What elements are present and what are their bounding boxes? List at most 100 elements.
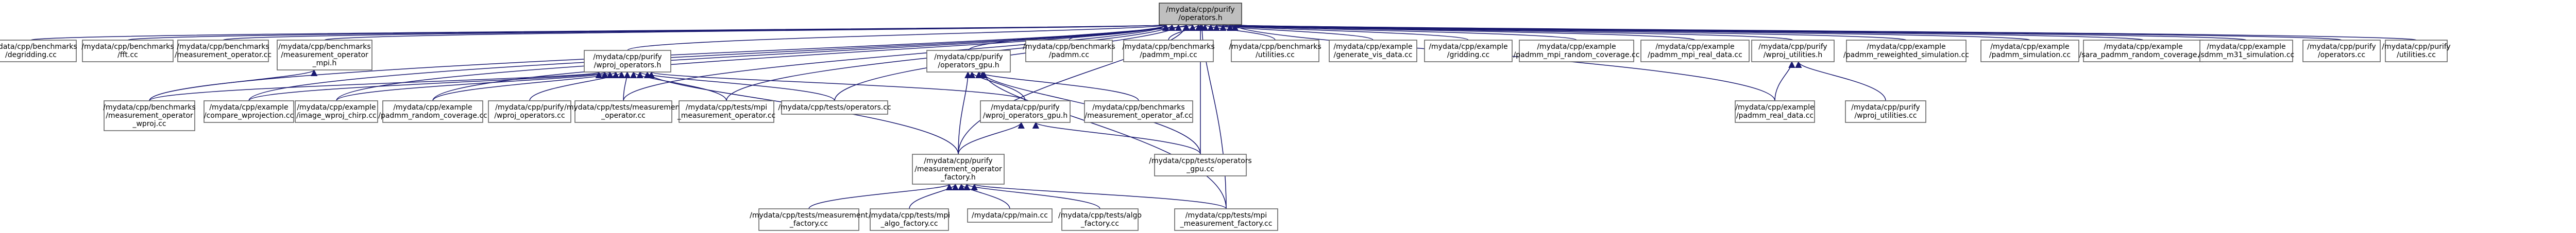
node-label: /wproj_operators.cc: [494, 112, 565, 120]
node-box[interactable]: [584, 50, 671, 73]
file-node[interactable]: /mydata/cpp/purify/operators_gpu.h: [926, 50, 1011, 73]
node-box[interactable]: [1159, 3, 1242, 25]
file-node[interactable]: /mydata/cpp/tests/measurement_factory.cc: [750, 208, 868, 231]
node-box[interactable]: [1845, 100, 1926, 123]
node-label: /mydata/cpp/example: [1537, 43, 1616, 51]
node-label: /mydata/cpp/benchmarks: [81, 43, 174, 51]
file-node[interactable]: /mydata/cpp/benchmarks/padmm.cc: [1023, 40, 1115, 62]
node-box[interactable]: [295, 100, 378, 123]
node-box[interactable]: [0, 40, 77, 62]
node-box[interactable]: [104, 100, 195, 131]
file-node[interactable]: /mydata/cpp/benchmarks/padmm_mpi.cc: [1122, 40, 1215, 62]
file-node[interactable]: /mydata/cpp/benchmarks/measurement_opera…: [175, 40, 272, 62]
file-node[interactable]: /mydata/cpp/tests/operators_gpu.cc: [1149, 154, 1252, 176]
file-node[interactable]: /mydata/cpp/benchmarks/measurement_opera…: [277, 40, 372, 70]
node-box[interactable]: [204, 100, 294, 123]
node-label: /mydata/cpp/benchmarks: [177, 43, 269, 51]
file-node[interactable]: /mydata/cpp/purify/wproj_operators.h: [584, 50, 671, 73]
node-box[interactable]: [488, 100, 571, 123]
node-label: _mpi.h: [312, 59, 337, 67]
file-node[interactable]: /mydata/cpp/benchmarks/measurement_opera…: [1084, 100, 1193, 123]
node-box[interactable]: [1154, 154, 1247, 176]
node-box[interactable]: [758, 208, 859, 231]
node-box[interactable]: [1329, 40, 1417, 62]
node-box[interactable]: [679, 100, 774, 123]
node-label: /mydata/cpp/example: [297, 103, 376, 112]
node-label: /compare_wprojection.cc: [204, 112, 294, 120]
file-node[interactable]: /mydata/cpp/tests/mpi_algo_factory.cc: [869, 208, 950, 231]
dependency-edge: [432, 71, 619, 101]
node-box[interactable]: [912, 154, 1005, 185]
file-node[interactable]: /mydata/cpp/benchmarks/measurement_opera…: [103, 100, 196, 131]
node-box[interactable]: [1735, 100, 1815, 123]
file-node[interactable]: /mydata/cpp/example/sara_padmm_random_co…: [2079, 40, 2208, 62]
file-node[interactable]: /mydata/cpp/purify/wproj_operators.cc: [488, 100, 571, 123]
file-node[interactable]: /mydata/cpp/tests/mpi_measurement_operat…: [677, 100, 775, 123]
node-box[interactable]: [382, 100, 483, 123]
dependency-edge: [975, 71, 1139, 101]
node-box[interactable]: [2199, 40, 2293, 62]
node-box[interactable]: [2302, 40, 2381, 62]
node-box[interactable]: [1640, 40, 1750, 62]
node-box[interactable]: [82, 40, 174, 62]
node-box[interactable]: [781, 100, 888, 115]
node-box[interactable]: [1424, 40, 1513, 62]
file-node[interactable]: /mydata/cpp/tests/mpi_measurement_factor…: [1174, 208, 1278, 231]
file-node[interactable]: /mydata/cpp/purify/wproj_operators_gpu.h: [980, 100, 1071, 123]
file-node[interactable]: /mydata/cpp/purify/utilities.cc: [2382, 40, 2451, 62]
node-box[interactable]: [980, 100, 1071, 123]
node-box[interactable]: [177, 40, 269, 62]
file-node[interactable]: /mydata/cpp/example/padmm_mpi_random_cov…: [1514, 40, 1640, 62]
node-box[interactable]: [574, 100, 672, 123]
node-box[interactable]: [1980, 40, 2079, 62]
node-box[interactable]: [277, 40, 372, 70]
dependency-edge: [1233, 24, 2417, 41]
node-box[interactable]: [1025, 40, 1113, 62]
root-node-operators-h[interactable]: /mydata/cpp/purify/operators.h: [1159, 3, 1242, 25]
node-box[interactable]: [1061, 208, 1139, 231]
node-box[interactable]: [926, 50, 1011, 73]
file-node[interactable]: /mydata/cpp/example/gridding.cc: [1424, 40, 1513, 62]
file-node[interactable]: /mydata/cpp/example/sdmm_m31_simulation.…: [2198, 40, 2294, 62]
node-label: /mydata/cpp/example: [2207, 43, 2285, 51]
node-box[interactable]: [870, 208, 949, 231]
file-node[interactable]: /mydata/cpp/example/padmm_random_coverag…: [378, 100, 487, 123]
dependency-edge: [909, 183, 959, 209]
node-box[interactable]: [2385, 40, 2448, 62]
file-node[interactable]: /mydata/cpp/tests/measurement_operator.c…: [564, 100, 683, 123]
node-box[interactable]: [1231, 40, 1319, 62]
node-label: _factory.cc: [1080, 220, 1119, 228]
file-node[interactable]: /mydata/cpp/example/padmm_mpi_real_data.…: [1640, 40, 1750, 62]
file-node[interactable]: /mydata/cpp/benchmarks/degridding.cc: [0, 40, 77, 62]
dependency-edge: [958, 183, 1010, 209]
dependency-edge: [971, 183, 1227, 209]
file-node[interactable]: /mydata/cpp/example/generate_vis_data.cc: [1329, 40, 1417, 62]
file-node[interactable]: /mydata/cpp/purify/operators.cc: [2302, 40, 2381, 62]
node-box[interactable]: [1174, 208, 1278, 231]
file-node[interactable]: /mydata/cpp/main.cc: [967, 208, 1053, 223]
node-box[interactable]: [1846, 40, 1967, 62]
file-node[interactable]: /mydata/cpp/purify/wproj_utilities.h: [1751, 40, 1835, 62]
file-node[interactable]: /mydata/cpp/purify/measurement_operator_…: [912, 154, 1005, 185]
file-node[interactable]: /mydata/cpp/tests/algo_factory.cc: [1058, 208, 1142, 231]
file-node[interactable]: /mydata/cpp/purify/wproj_utilities.cc: [1845, 100, 1926, 123]
node-label: /wproj_operators_gpu.h: [983, 112, 1067, 120]
node-box[interactable]: [1751, 40, 1835, 62]
node-label: _factory.h: [940, 173, 976, 182]
file-node[interactable]: /mydata/cpp/example/image_wproj_chirp.cc: [295, 100, 378, 123]
file-node[interactable]: /mydata/cpp/benchmarks/fft.cc: [81, 40, 174, 62]
node-box[interactable]: [1084, 100, 1193, 123]
file-node[interactable]: /mydata/cpp/example/padmm_reweighted_sim…: [1843, 40, 1969, 62]
node-label: /mydata/cpp/benchmarks: [1122, 43, 1214, 51]
node-box[interactable]: [1519, 40, 1634, 62]
file-node[interactable]: /mydata/cpp/example/padmm_simulation.cc: [1980, 40, 2079, 62]
node-label: /mydata/cpp/tests/operators.cc: [778, 103, 891, 112]
file-node[interactable]: /mydata/cpp/benchmarks/utilities.cc: [1229, 40, 1321, 62]
file-node[interactable]: /mydata/cpp/example/padmm_real_data.cc: [1735, 100, 1815, 123]
node-box[interactable]: [1123, 40, 1214, 62]
file-node[interactable]: /mydata/cpp/tests/operators.cc: [778, 100, 891, 115]
node-box[interactable]: [2083, 40, 2204, 62]
node-box[interactable]: [967, 208, 1053, 223]
file-node[interactable]: /mydata/cpp/example/compare_wprojection.…: [204, 100, 294, 123]
node-label: /mydata/cpp/tests/measurement: [564, 103, 683, 112]
